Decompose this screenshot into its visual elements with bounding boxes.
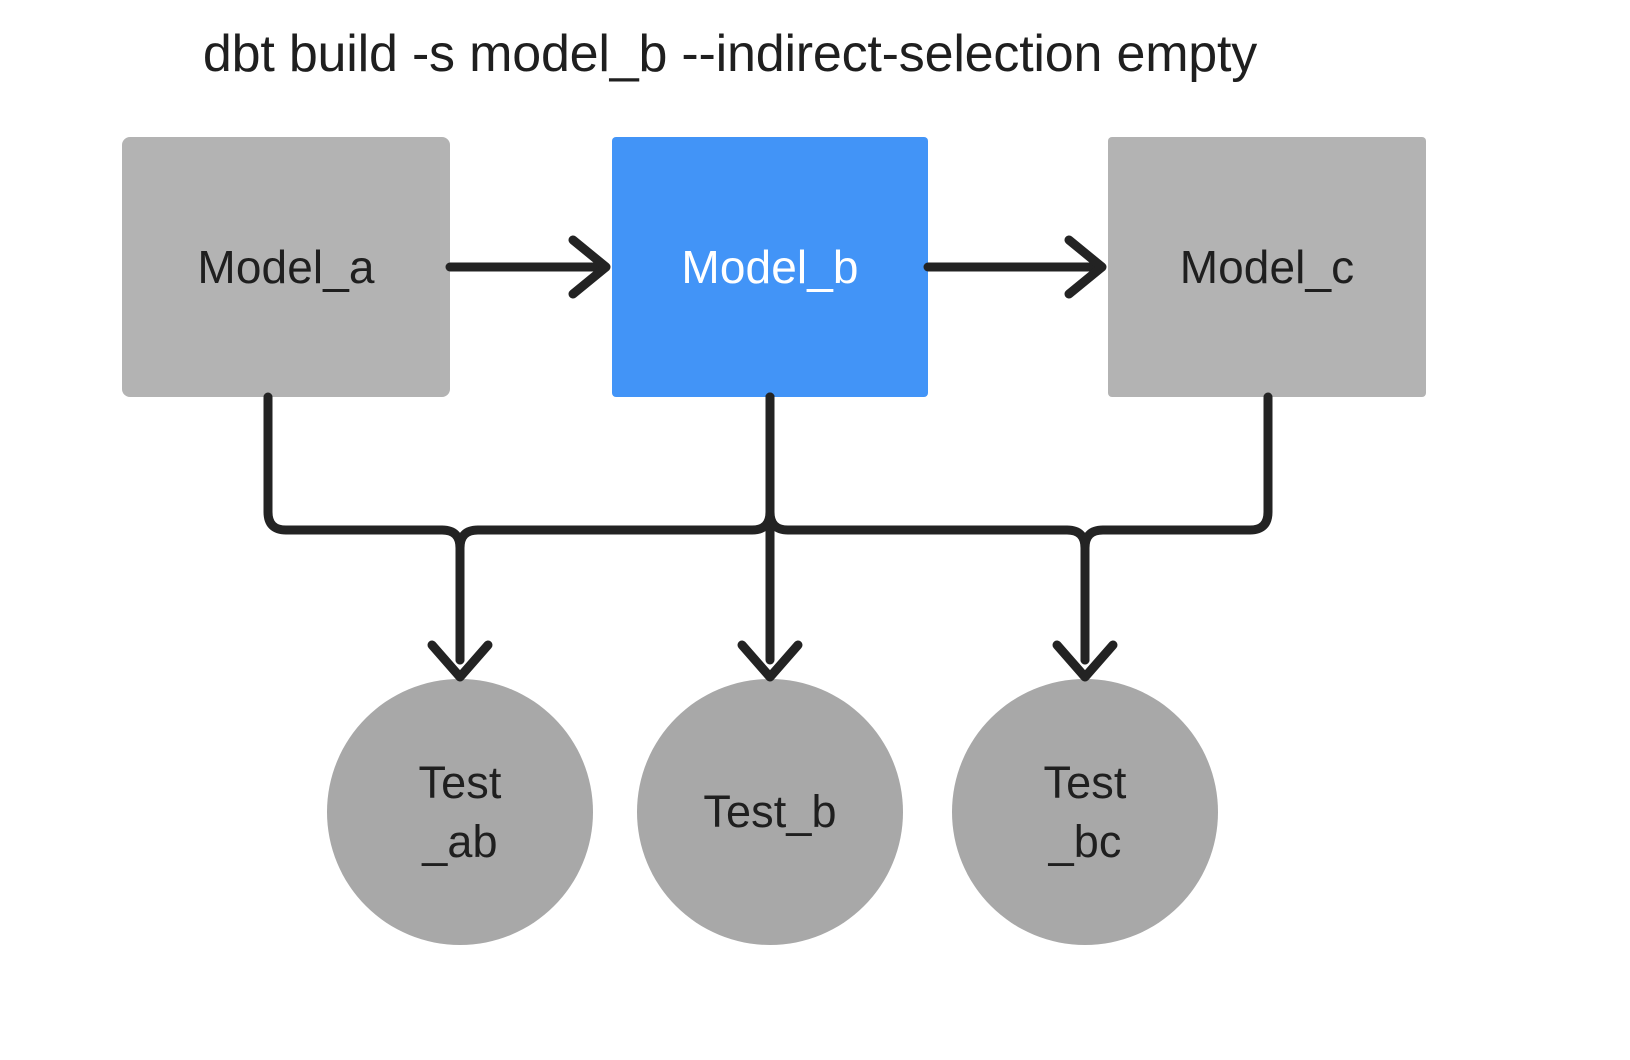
edge-model_b-to-test_ab-line (455, 392, 775, 665)
edge-model_b-to-test_b-arrowhead (737, 640, 803, 682)
node-test_b[interactable] (637, 679, 903, 945)
edge-model_a-to-model_b-arrowhead (568, 235, 611, 299)
edge-model_b-to-test_bc-line (765, 392, 1090, 665)
node-model_c[interactable] (1108, 137, 1426, 397)
edge-model_a-to-test_ab-arrowhead (427, 640, 493, 682)
node-test_bc[interactable] (952, 679, 1218, 945)
edge-model_c-to-test_bc-line (1080, 392, 1273, 665)
edge-model_c-to-test_bc-arrowhead (1052, 640, 1118, 682)
edge-model_b-to-model_c-arrowhead (1064, 235, 1107, 299)
diagram-title: dbt build -s model_b --indirect-selectio… (202, 25, 1258, 83)
node-test_ab[interactable] (327, 679, 593, 945)
edge-model_a-to-test_ab-line (263, 392, 465, 665)
node-model_a[interactable] (122, 137, 450, 397)
node-model_b[interactable] (612, 137, 928, 397)
